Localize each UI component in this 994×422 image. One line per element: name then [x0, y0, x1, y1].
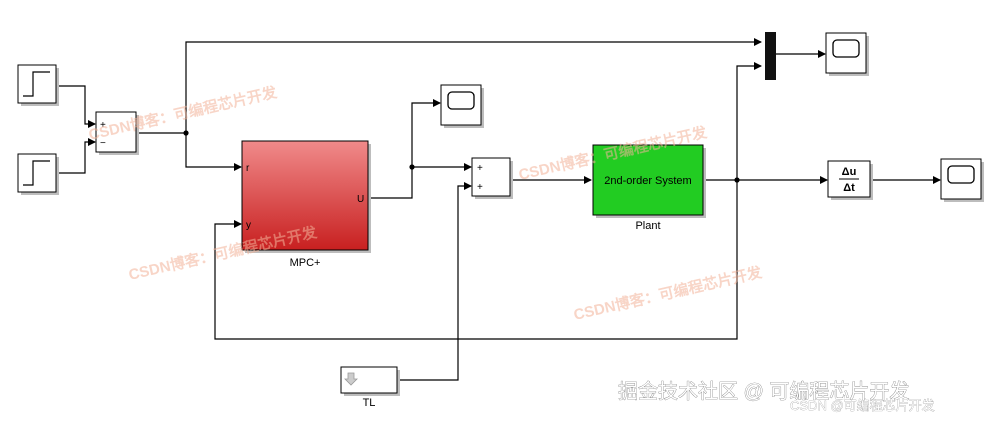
junction-dot [734, 177, 740, 183]
derivative-numerator: Δu [842, 166, 857, 178]
watermark-text: CSDN博客：可编程芯片开发 [127, 223, 320, 284]
junction-dot [409, 164, 415, 170]
line-feedback-to-mpc [214, 180, 738, 340]
mpc-port-y: y [246, 220, 251, 231]
mpc-block-label: MPC+ [290, 257, 321, 269]
line-u-to-scope [411, 99, 441, 167]
mpc-port-u: U [357, 194, 364, 205]
sum2-plus-sign-1: + [477, 163, 483, 174]
derivative-denominator: Δt [843, 182, 855, 194]
step-icon [23, 160, 50, 186]
line-tl-to-sum2 [398, 182, 472, 381]
sum1-minus-sign: − [100, 138, 106, 149]
mpc-block[interactable]: r y U MPC+ [241, 140, 371, 269]
tl-block[interactable]: TL [340, 366, 400, 409]
line-mpc-out [368, 167, 413, 199]
junction-dots [183, 130, 740, 183]
junction-dot [183, 130, 189, 136]
mpc-port-r: r [246, 163, 250, 174]
tl-block-label: TL [363, 397, 376, 409]
scope-block-output[interactable] [825, 32, 869, 76]
sum-block-1[interactable]: + − [95, 111, 139, 155]
line-step1-to-sum [57, 85, 96, 128]
line-step2-to-sum [57, 138, 96, 174]
line-ref-to-mux [185, 38, 762, 133]
footer-watermark: 掘金技术社区 @ 可编程芯片开发 [618, 380, 909, 403]
sum-block-2[interactable]: + + [471, 157, 513, 199]
scope-screen-icon [947, 165, 975, 184]
scope-screen-icon [447, 91, 475, 110]
scope-screen-icon [832, 39, 860, 58]
step-icon [23, 71, 50, 97]
sum2-plus-sign-2: + [477, 182, 483, 193]
line-y-to-mux [736, 62, 762, 180]
signal-lines [57, 38, 941, 381]
mux-block[interactable] [765, 32, 776, 80]
derivative-block[interactable]: Δu Δt [827, 160, 873, 200]
line-ref-to-mpc [185, 133, 242, 171]
plant-block-label: Plant [635, 220, 660, 232]
step-block-2[interactable] [17, 153, 59, 195]
scope-block-derivative[interactable] [940, 158, 984, 202]
plant-block-text: 2nd-order System [604, 175, 691, 187]
plant-block[interactable]: 2nd-order System Plant [592, 144, 706, 232]
from-workspace-icon [344, 372, 358, 386]
step-block-1[interactable] [17, 64, 59, 106]
footer-sub-watermark: CSDN @可编程芯片开发 [790, 398, 935, 413]
watermark-text: CSDN博客：可编程芯片开发 [572, 263, 765, 324]
sum1-plus-sign: + [100, 120, 106, 131]
scope-block-control[interactable] [440, 84, 484, 128]
